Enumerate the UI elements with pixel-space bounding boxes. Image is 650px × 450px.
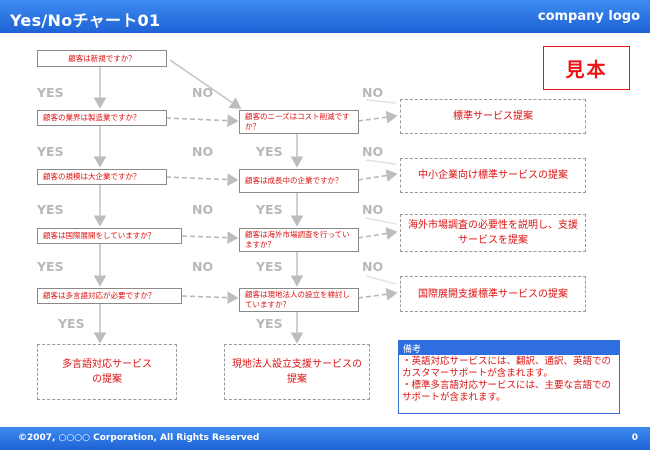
yes-label: YES: [37, 259, 64, 274]
guide-line-1: [365, 99, 397, 104]
no-label: NO: [192, 259, 214, 274]
question-new-customer: 顧客は新規ですか？: [37, 50, 167, 67]
result-sme-service: 中小企業向け標準サービスの提案: [400, 158, 586, 193]
notes-panel: 備考 ・英語対応サービスには、翻訳、通訳、英語でのカスタマーサポートが含まれます…: [398, 340, 620, 414]
no-arrow-left-3: [181, 231, 239, 245]
yes-label: YES: [37, 202, 64, 217]
question-multilingual: 顧客は多言語対応が必要ですか？: [37, 288, 182, 304]
no-arrow-mid-2: [357, 169, 398, 182]
copyright-text: ©2007, ○○○○ Corporation, All Rights Rese…: [18, 433, 260, 443]
header-bar: Yes/Noチャート01 company logo: [0, 0, 650, 33]
company-logo: company logo: [537, 9, 640, 24]
no-label: NO: [362, 202, 384, 217]
no-arrow-mid-3: [357, 227, 398, 240]
question-company-size: 顧客の規模は大企業ですか？: [37, 169, 167, 185]
no-label: NO: [362, 259, 384, 274]
yes-label: YES: [256, 259, 283, 274]
note-line: ・標準多言語対応サービスには、主要な言語でのサポートが含まれます。: [402, 380, 612, 403]
yes-label: YES: [37, 144, 64, 159]
question-growing-company: 顧客は成長中の企業ですか？: [239, 169, 359, 193]
result-market-research-support: 海外市場調査の必要性を説明し、支援サービスを提案: [400, 214, 586, 252]
no-label: NO: [192, 202, 214, 217]
no-arrow-diagonal: [169, 59, 242, 109]
no-arrow-mid-4: [357, 287, 398, 301]
no-arrow-left-4: [181, 291, 239, 305]
page-number: 0: [631, 433, 638, 443]
no-label: NO: [192, 144, 214, 159]
guide-line-2: [365, 159, 397, 165]
no-arrow-left-2: [165, 173, 239, 186]
no-label: NO: [362, 85, 384, 100]
no-label: NO: [362, 144, 384, 159]
yes-label: YES: [256, 316, 283, 331]
footer-bar: ©2007, ○○○○ Corporation, All Rights Rese…: [0, 427, 650, 450]
question-local-entity: 顧客は現地法人の設立を検討していますか？: [239, 288, 359, 312]
result-international-service: 国際展開支援標準サービスの提案: [400, 276, 586, 312]
result-standard-service: 標準サービス提案: [400, 99, 586, 134]
guide-line-4: [365, 275, 397, 285]
result-local-entity-service: 現地法人設立支援サービスの提案: [224, 344, 370, 400]
yes-label: YES: [37, 85, 64, 100]
guide-line-3: [365, 217, 397, 225]
question-cost-reduction: 顧客のニーズはコスト削減ですか？: [239, 110, 359, 134]
result-multilingual-service: 多言語対応サービスの提案: [37, 344, 177, 400]
question-market-research: 顧客は海外市場調査を行っていますか？: [239, 228, 359, 252]
no-label: NO: [192, 85, 214, 100]
no-arrow-mid-1: [357, 110, 398, 124]
yes-label: YES: [58, 316, 85, 331]
yes-label: YES: [256, 144, 283, 159]
notes-title: 備考: [399, 341, 619, 355]
no-arrow-left-1: [165, 114, 239, 127]
page-title: Yes/Noチャート01: [10, 11, 161, 30]
sample-stamp: 見本: [543, 46, 630, 90]
question-industry: 顧客の業界は製造業ですか？: [37, 110, 167, 126]
question-international: 顧客は国際展開をしていますか？: [37, 228, 182, 244]
yes-label: YES: [256, 202, 283, 217]
note-line: ・英語対応サービスには、翻訳、通訳、英語でのカスタマーサポートが含まれます。: [402, 356, 612, 379]
